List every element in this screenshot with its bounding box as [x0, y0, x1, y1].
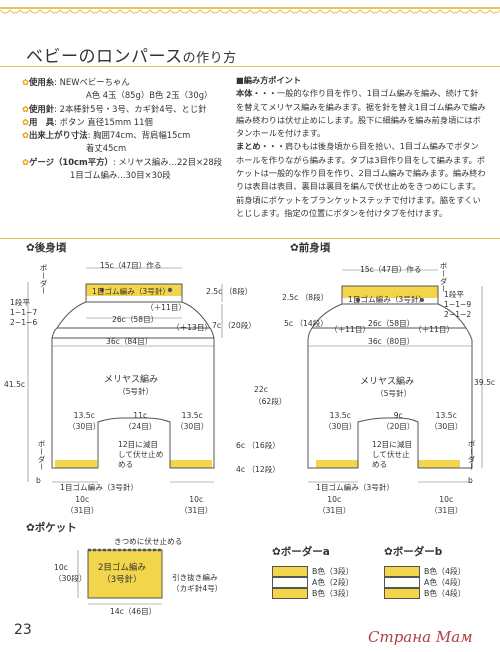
back-crotch-note: 12目に減目して伏せ止めめる [118, 440, 164, 469]
front-heading: ✿前身頃 [290, 242, 331, 254]
pocket-rib: 2目ゴム編み（3号針） [98, 563, 146, 585]
front-border-b: ボーダー [467, 440, 476, 471]
material-size: ✿出来上がり寸法: 胸囲74cm、背肩幅15cm [22, 130, 191, 141]
instructions-finish: まとめ・・・肩ひもは後身頃から目を拾い、1目ゴム編みでボタンホールを作りながら編… [236, 141, 486, 218]
back-upper-width: 26c（58目） [112, 315, 159, 324]
border-b-chart: B色（4段） A色（4段） B色（4段） [384, 565, 466, 599]
title-main: ベビーのロンパース [26, 47, 183, 67]
back-top-width: 15c（47目）作る [100, 261, 162, 270]
front-hem-rib: 1目ゴム編み（3号針） [316, 483, 395, 492]
front-total-height: 39.5c [474, 378, 496, 387]
back-leg2: 13.5c（30目） [176, 411, 209, 431]
material-tools: ✿用 具: ボタン 直径15mm 11個 [22, 116, 153, 127]
border-a-heading: ✿ボーダーa [272, 546, 330, 558]
instructions-body: 本体・・・一般的な作り目を作り、1目ゴム編みを編み、続けて針を替えてメリヤス編み… [236, 88, 486, 139]
material-gauge-rib: 1目ゴム編み…30目×30段 [70, 170, 171, 181]
title-suffix: の作り方 [182, 51, 237, 66]
back-leg-height: 22c（62段） [254, 385, 287, 406]
material-needles: ✿使用針: 2本棒針5号・3号、カギ針4号、とじ針 [22, 103, 207, 114]
front-side-height: 5c （14段） [284, 319, 328, 328]
instructions-box: ■編み方ポイント 本体・・・一般的な作り目を作り、1目ゴム編みを編み、続けて針を… [236, 74, 486, 220]
pocket-height: 10c（30段） [54, 563, 87, 583]
materials-list: ✿使用糸: NEWベビーちゃん A色 4玉（85g）B色 2玉（30g） ✿使用… [22, 76, 234, 182]
back-bottom2: 10c（31目） [180, 495, 213, 515]
material-yarn: ✿使用糸: NEWベビーちゃん [22, 77, 130, 87]
front-crotch: 9c（20目） [382, 411, 415, 431]
material-yarn-colors: A色 4玉（85g）B色 2玉（30g） [86, 90, 213, 101]
pocket-diagram [77, 548, 163, 605]
back-body-diagram [27, 267, 223, 483]
front-stitch: メリヤス編み [360, 377, 415, 387]
back-border-b-letter: b [36, 476, 41, 485]
pocket-width: 14c（46目） [110, 607, 157, 616]
back-chest-width: 36c（84目） [106, 337, 153, 346]
back-leg1: 13.5c（30目） [68, 411, 101, 431]
watermark: Страна Мам [368, 628, 473, 646]
back-heading: ✿後身頃 [26, 242, 67, 254]
material-length: 着丈45cm [86, 143, 127, 154]
front-strap-rib: 1目ゴム編み（3号針） [348, 295, 427, 304]
front-body-diagram [307, 269, 483, 483]
front-chest-width: 36c（80目） [368, 337, 415, 346]
back-plus11: （＋11目） [146, 303, 187, 312]
front-bottom1: 10c（31目） [318, 495, 351, 515]
page-title: ベビーのロンパースの作り方 [26, 42, 237, 67]
back-needle: （5号針） [118, 387, 154, 396]
front-border-label: ボーダー [439, 262, 448, 293]
back-side-height: 7c （20段） [212, 321, 256, 330]
back-gap-height: 6c （16段） [236, 441, 280, 450]
back-bottom1: 10c（31目） [66, 495, 99, 515]
back-plus13: （＋13目） [172, 323, 213, 332]
back-stitch: メリヤス編み [104, 375, 159, 385]
front-leg2: 13.5c（30目） [430, 411, 463, 431]
front-needle: （5号針） [376, 389, 412, 398]
back-hem-rib: 1目ゴム編み（3号針） [60, 483, 139, 492]
front-plus11b: （＋11目） [414, 325, 455, 334]
pocket-heading: ✿ポケット [26, 522, 77, 534]
back-border-b: ボーダー [37, 440, 46, 471]
back-strap-height: 2.5c （8段） [206, 287, 253, 296]
back-border-label: ボーダー [39, 264, 48, 295]
page-number: 23 [14, 622, 32, 638]
front-upper-width: 26c（58目） [368, 319, 415, 328]
back-crotch: 11c（24目） [124, 411, 157, 431]
border-a-chart: B色（3段） A色（2段） B色（3段） [272, 565, 354, 599]
front-leg1: 13.5c（30目） [324, 411, 357, 431]
back-hem-height: 4c （12段） [236, 465, 280, 474]
pocket-bindoff-note: きつめに伏せ止める [114, 537, 183, 546]
material-gauge: ✿ゲージ（10cm平方）: メリヤス編み…22目×28段 [22, 156, 223, 167]
front-border-b-letter: b [468, 476, 473, 485]
border-b-heading: ✿ボーダーb [384, 546, 443, 558]
title-rule [0, 66, 500, 67]
front-plus11a: （＋11目） [330, 325, 371, 334]
back-total-height: 41.5c [4, 380, 26, 389]
front-crotch-note: 12目に減目して伏せ止める [372, 440, 413, 469]
pocket-pull-stitch: 引き抜き編み（カギ針4号） [172, 573, 223, 593]
section-rule [0, 238, 500, 239]
front-strap-height: 2.5c （8段） [282, 293, 329, 302]
header-scallop-border [0, 7, 500, 14]
back-strap-rib: 1目ゴム編み（3号針） [92, 287, 171, 296]
front-top-width: 15c（47目）作る [360, 265, 422, 274]
front-bottom2: 10c（31目） [430, 495, 463, 515]
instructions-heading: ■編み方ポイント [236, 75, 302, 85]
